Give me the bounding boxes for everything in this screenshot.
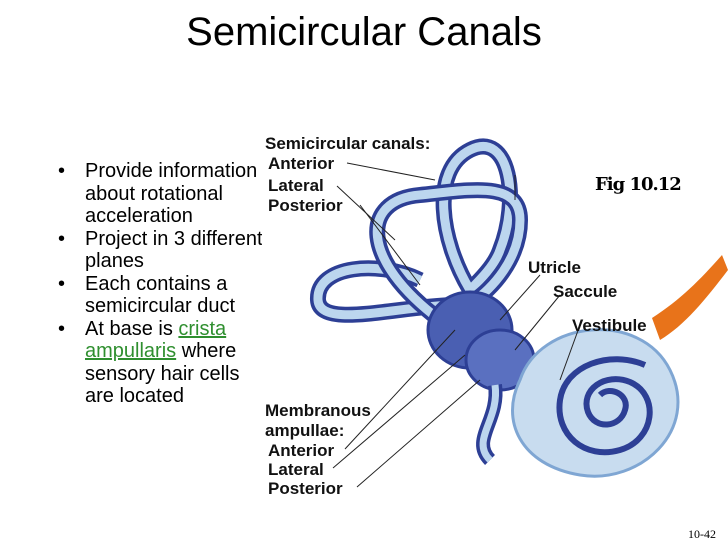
- ampulla-duct-inner: [479, 384, 500, 463]
- posterior-canal-inner: [313, 263, 461, 320]
- inner-ear-figure: Semicircular canals: Anterior Lateral Po…: [262, 125, 728, 500]
- canal-lateral-label: Lateral: [268, 176, 324, 195]
- slide-title: Semicircular Canals: [186, 10, 542, 54]
- canal-posterior-label: Posterior: [268, 196, 343, 215]
- ampulla-anterior-label: Anterior: [268, 441, 335, 460]
- leader-line: [559, 324, 581, 381]
- lateral-canal-inner: [372, 185, 525, 324]
- page-number: 10-42: [688, 527, 716, 541]
- leader-line: [332, 354, 466, 469]
- leader-line: [346, 162, 436, 181]
- crista-ampullaris-link[interactable]: crista ampullaris: [85, 317, 227, 363]
- bullet-text: Provide information about rotational acc…: [85, 160, 258, 227]
- ampullae-heading-label-1: Membranous: [265, 401, 371, 420]
- ampulla-lateral-label: Lateral: [268, 460, 324, 479]
- leader-line: [359, 204, 421, 286]
- bullet-item: At base is crista ampullaris where senso…: [58, 318, 273, 408]
- bullet-item: Each contains a semicircular duct: [58, 273, 273, 318]
- ampullae-heading-label-2: ampullae:: [265, 421, 344, 440]
- vestibule-label: Vestibule: [572, 316, 647, 335]
- bullet-text: where sensory hair cells are located: [85, 340, 240, 407]
- leader-line: [514, 294, 561, 351]
- bullet-text: Each contains a semicircular duct: [85, 272, 236, 318]
- leader-lines: [332, 162, 581, 488]
- bullet-item: Project in 3 different planes: [58, 228, 273, 273]
- bullet-text: Project in 3 different planes: [85, 227, 263, 273]
- ampulla-posterior-label: Posterior: [268, 479, 343, 498]
- figure-reference: Fig 10.12: [595, 174, 682, 195]
- canal-anterior-label: Anterior: [268, 154, 335, 173]
- cochlea-spiral: [556, 356, 653, 456]
- bullet-item: Provide information about rotational acc…: [58, 160, 273, 228]
- leader-line: [344, 329, 456, 450]
- bullet-list: Provide information about rotational acc…: [58, 160, 273, 408]
- canals-heading-label: Semicircular canals:: [265, 134, 430, 153]
- nerve-shape: [652, 255, 728, 340]
- leader-line: [499, 274, 541, 321]
- anterior-canal-inner: [439, 142, 515, 294]
- utricle-label: Utricle: [528, 258, 581, 277]
- bullet-text: At base is: [85, 317, 179, 340]
- saccule-label: Saccule: [553, 282, 617, 301]
- leader-line: [356, 379, 481, 488]
